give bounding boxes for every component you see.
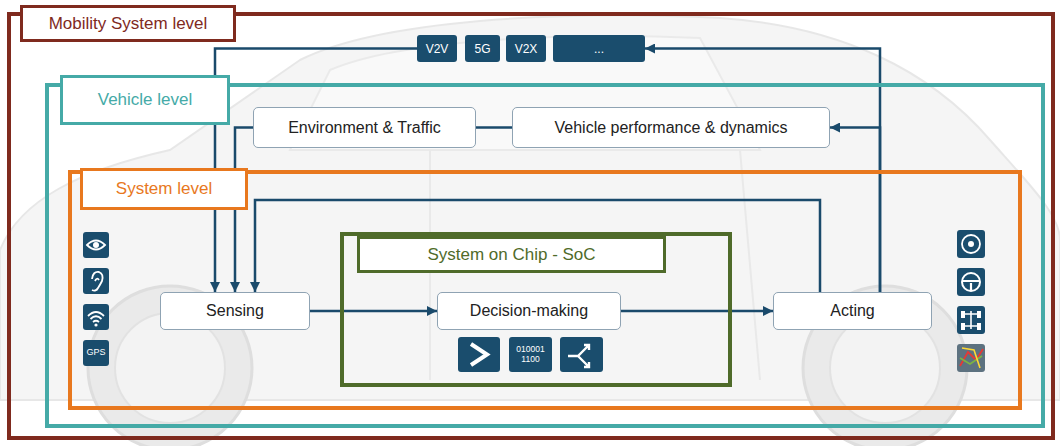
process-box: Vehicle performance & dynamics [512,107,830,148]
car-silhouette [0,15,1060,446]
chassis-wheel [977,311,981,318]
chassis-wheel [961,323,965,330]
node-label: Sensing [206,302,264,320]
level-label: Vehicle level [60,75,230,125]
actuator-icons [957,230,985,372]
node-label: Vehicle performance & dynamics [555,119,788,137]
chassis-icon [957,306,985,334]
road-map-icon [957,344,985,372]
chassis-frame [964,311,978,329]
flow-connector [830,128,880,293]
steering-icon [957,268,985,296]
mobility-frame: Mobility System levelV2V5GV2X...Vehicle … [7,12,1055,440]
system-frame: System levelGPS Sensing System on Chip - S… [68,170,1022,410]
soc-icons [458,337,603,372]
wifi-symbol [88,312,104,322]
map-line [960,349,983,366]
soc-frame: System on Chip - SoC Decision-making 01000… [340,232,732,387]
icon-text: GPS [86,348,105,358]
split-arrows-symbol [568,345,589,367]
wifi-dot [94,323,97,326]
channel-label: 5G [474,42,490,56]
map-line [962,348,980,368]
level-label: System on Chip - SoC [357,236,666,273]
steering-spokes [962,281,980,291]
node-label: Environment & Traffic [288,119,441,137]
level-label: System level [80,168,248,210]
connector-group [215,49,880,312]
chevron-symbol [471,344,487,365]
steering-rim [962,273,980,291]
ear-symbol [92,272,103,291]
process-box: Sensing [160,292,310,330]
node-label: Acting [830,302,874,320]
compute-icon [458,337,500,372]
chassis-wheel [977,323,981,330]
gps-icon: GPS [83,340,109,366]
sensor-icons [83,232,109,330]
routing-icon [560,337,603,372]
level-label: Mobility System level [20,5,236,42]
process-box: Decision-making [437,292,621,330]
icon-text: 010001 1100 [511,345,550,364]
brake-hub [968,241,974,247]
process-box: Acting [773,292,932,330]
flow-connector [621,310,773,313]
channel-label: V2X [515,42,538,56]
chassis-wheel [961,311,965,318]
flow-connector [476,126,512,129]
binary-icon: 010001 1100 [509,337,552,372]
channel-box: ... [553,35,645,62]
ear-icon [83,268,109,294]
eye-icon [83,232,109,258]
channel-label: V2V [426,42,449,56]
node-label: Decision-making [470,302,588,320]
eye-symbol [87,241,105,250]
flow-connector [310,310,437,313]
vehicle-frame: Vehicle levelEnvironment & TrafficVehicl… [45,83,1045,428]
channel-box: V2X [506,35,546,62]
process-box: Environment & Traffic [253,107,476,148]
channel-label: ... [594,42,604,56]
eye-pupil [93,242,99,248]
channel-box: V2V [417,35,457,62]
wifi-icon [83,304,109,330]
channel-box: 5G [465,35,500,62]
brake-icon [957,230,985,258]
brake-disc [962,235,980,253]
